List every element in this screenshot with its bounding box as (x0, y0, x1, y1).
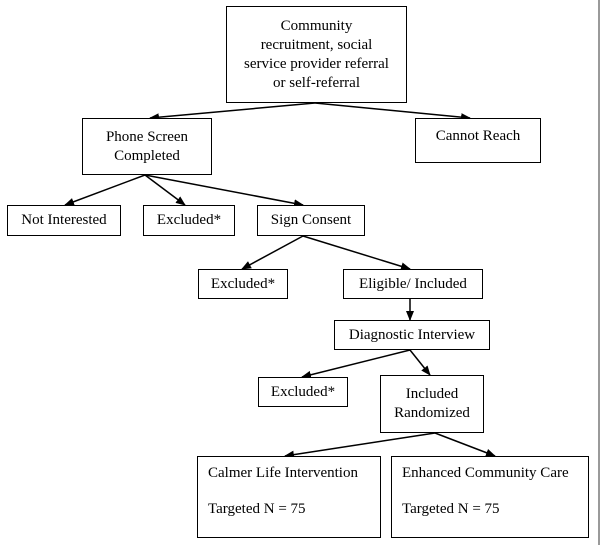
node-phone-screen-line-2: Completed (114, 147, 180, 164)
node-excluded-3: Excluded* (258, 377, 348, 407)
node-excluded-2: Excluded* (198, 269, 288, 299)
node-cannot-reach: Cannot Reach (415, 118, 541, 163)
node-excluded-1: Excluded* (143, 205, 235, 236)
node-diagnostic: Diagnostic Interview (334, 320, 490, 350)
node-sign-consent: Sign Consent (257, 205, 365, 236)
node-excluded-3-label: Excluded* (270, 383, 336, 400)
node-ecc: Enhanced Community Care Targeted N = 75 (391, 456, 589, 538)
node-randomized-line-1: Included (405, 386, 459, 402)
arrow-start-to-phone-screen (149, 102, 316, 122)
arrow-phone-screen-to-not-interested (64, 174, 146, 206)
arrow-sign-consent-to-excluded (241, 235, 304, 270)
arrow-sign-consent-to-eligible (302, 235, 411, 271)
node-calmer-title: Calmer Life Intervention (208, 465, 358, 481)
node-phone-screen-line-1: Phone Screen (105, 128, 189, 145)
node-start: Community recruitment, social service pr… (226, 6, 407, 103)
arrow-randomized-to-calmer (284, 432, 436, 459)
node-sign-consent-label: Sign Consent (270, 212, 352, 228)
node-randomized-line-2: Randomized (394, 405, 470, 421)
node-ecc-title: Enhanced Community Care (402, 465, 569, 481)
arrow-diagnostic-to-randomized (409, 349, 431, 376)
node-ecc-target: Targeted N = 75 (402, 501, 500, 517)
node-excluded-2-label: Excluded* (210, 275, 276, 292)
node-not-interested: Not Interested (7, 205, 121, 236)
node-diagnostic-label: Diagnostic Interview (348, 326, 476, 343)
node-phone-screen: Phone Screen Completed (82, 118, 212, 175)
node-calmer-target: Targeted N = 75 (208, 501, 306, 517)
arrow-start-to-cannot-reach (314, 102, 471, 122)
node-eligible: Eligible/ Included (343, 269, 483, 299)
node-cannot-reach-label: Cannot Reach (435, 128, 521, 144)
node-start-line-2: recruitment, social (260, 36, 373, 53)
arrow-randomized-to-ecc (434, 432, 496, 457)
node-start-line-1: Community (280, 17, 353, 34)
arrow-phone-screen-to-sign-consent (144, 174, 304, 208)
node-eligible-label: Eligible/ Included (359, 275, 467, 292)
arrow-diagnostic-to-excluded (301, 349, 411, 379)
node-excluded-1-label: Excluded* (156, 212, 222, 228)
node-not-interested-label: Not Interested (21, 212, 107, 228)
node-randomized: Included Randomized (380, 375, 484, 433)
node-start-line-3: service provider referral (244, 55, 389, 72)
image-right-border (598, 0, 600, 545)
node-calmer: Calmer Life Intervention Targeted N = 75 (197, 456, 381, 538)
node-start-line-4: or self-referral (272, 74, 361, 91)
arrow-phone-screen-to-excluded (144, 174, 186, 206)
